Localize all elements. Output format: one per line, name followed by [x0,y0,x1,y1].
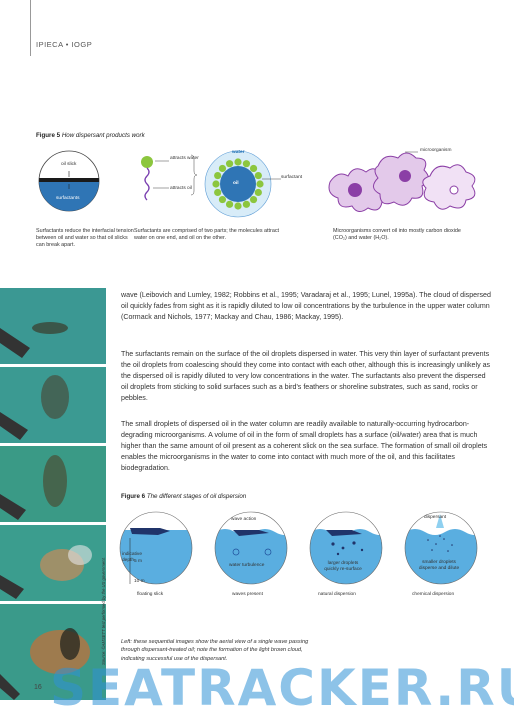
panel1-caption: Surfactants reduce the interfacial tensi… [36,228,134,249]
photo-caption: Left: these sequential images show the a… [121,639,309,662]
surfactant-pointer [262,178,281,180]
panel3-caption: Microorganisms convert oil into mostly c… [333,228,461,242]
label-oil: oil [233,181,239,186]
figure6-title: The different stages of oil dispersion [146,493,247,500]
page-number: 16 [34,684,42,691]
label-indicative-depth: indicative depth [122,552,142,563]
photo-credit: Source: ©AMSETT test performed by the US… [101,557,106,665]
label-attracts-oil: attracts oil [170,186,192,191]
stage-chemical-dispersion [404,511,478,585]
aerial-photo-5 [0,604,106,700]
microorganism-diagram [328,151,476,212]
header-title: IPIECA • IOGP [36,40,93,49]
aerial-photo-1 [0,288,106,364]
caption-floating-slick: floating slick [137,592,164,597]
figure5-title: How dispersant products work [61,132,145,139]
caption-waves-present: waves present [232,592,263,597]
surfactant-molecule-diagram [141,154,198,201]
aerial-photo-2 [0,367,106,443]
body-paragraph-1: wave (Leibovich and Lumley, 1982; Robbin… [121,291,491,322]
body-paragraph-3: The small droplets of dispersed oil in t… [121,420,488,473]
caption-chemical-dispersion: chemical dispersion [412,592,455,597]
stage-natural-dispersion [309,511,383,585]
oil-droplet-diagram [204,150,272,218]
caption-natural-dispersion: natural dispersion [318,592,356,597]
stage-floating-slick [119,511,193,585]
label-surfactants: surfactants [56,196,80,201]
figure5-caption: Figure 5 How dispersant products work [36,132,145,139]
label-smaller-droplets: smaller droplets disperse and dilute [418,560,460,571]
label-water: water [232,150,245,155]
label-surfactant: surfactant [281,175,303,180]
figure5-label: Figure 5 [36,132,61,139]
label-attracts-water: attracts water [170,156,199,161]
label-dispersant: dispersant [424,515,447,520]
body-paragraph-2: The surfactants remain on the surface of… [121,350,491,403]
label-5m: 5 m [134,559,142,564]
oil-slick-diagram [38,150,100,212]
label-microorganism: microorganism [420,148,452,153]
stage-waves-present [214,511,288,585]
label-oil-slick: oil slick [61,162,77,167]
label-water-turbulence: water turbulence [229,563,265,568]
figure6-label: Figure 6 [121,493,146,500]
dispersion-stages-diagram [119,511,478,585]
aerial-photo-4 [0,525,106,601]
watermark-logo: SEATRACKER.RU [50,659,514,717]
header-rule [30,0,31,56]
panel2-caption: Surfactants are comprised of two parts; … [134,228,280,242]
label-wave-action: wave action [231,517,257,522]
label-larger-droplets: larger droplets quickly re-surface [324,561,362,572]
aerial-photo-3 [0,446,106,522]
figure6-caption: Figure 6 The different stages of oil dis… [121,493,246,500]
label-10m: 10 m [134,579,145,584]
